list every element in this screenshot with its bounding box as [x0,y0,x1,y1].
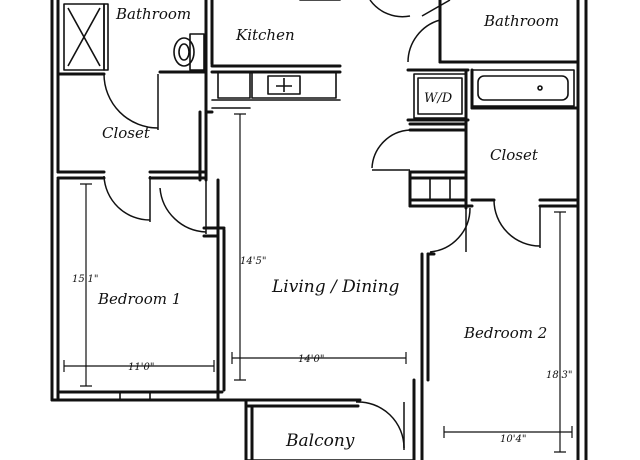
dim-bedroom-1-width: 11'0" [128,362,154,373]
closet-1-area [56,110,208,222]
dim-bedroom-2-height: 18'3" [546,370,572,381]
dim-living-height: 14'5" [240,256,266,267]
kitchen-area [204,0,342,114]
stove-icon [217,71,251,99]
toilet-icon [173,33,205,71]
sink-icon [267,75,301,95]
bedroom-2-area [412,207,471,460]
dim-bedroom-2-width: 10'4" [500,434,526,445]
right-service-area [369,0,580,248]
label-balcony: Balcony [285,431,355,451]
label-bathroom-2: Bathroom [483,12,559,30]
dimension-lines [63,113,573,453]
dim-living-width: 14'0" [298,354,324,365]
label-closet-2: Closet [490,146,539,164]
label-bedroom-2: Bedroom 2 [463,324,547,342]
dim-bedroom-1-height: 15'1" [72,274,98,285]
label-kitchen: Kitchen [235,26,295,44]
label-closet-1: Closet [102,124,151,142]
bathtub-icon [471,69,575,107]
bathroom-1-area [56,0,214,130]
label-bathroom-1: Bathroom [115,5,191,23]
kitchen-counter [251,71,337,99]
living-balcony-area [220,398,415,460]
bedroom-1-area [119,178,226,401]
label-bedroom-1: Bedroom 1 [97,290,181,308]
label-washer-dryer: W/D [424,91,453,106]
label-living-dining: Living / Dining [271,277,400,297]
